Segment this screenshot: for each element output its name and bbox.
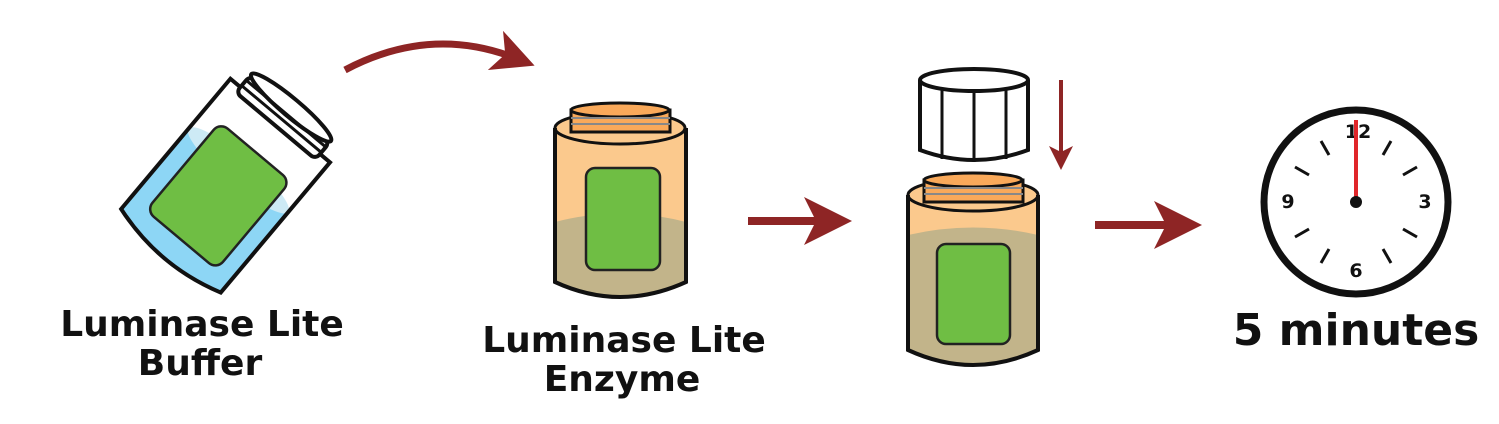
- enzyme-label-line2: Enzyme: [544, 359, 701, 400]
- clock-number-6: 6: [1349, 260, 1362, 282]
- enzyme-label-line1: Luminase Lite: [482, 320, 766, 361]
- cap-icon: [918, 67, 1030, 162]
- enzyme-jar-icon: [553, 101, 688, 299]
- buffer-label-line1: Luminase Lite: [60, 304, 344, 345]
- clock-number-9: 9: [1281, 191, 1294, 213]
- mixed-jar-icon: [906, 171, 1040, 367]
- clock-icon: 12 3 6 9: [1260, 106, 1452, 298]
- buffer-jar-icon: [118, 71, 334, 295]
- clock-number-3: 3: [1418, 191, 1431, 213]
- buffer-label-line2: Buffer: [138, 343, 263, 384]
- curved-arrow-icon: [343, 30, 535, 74]
- jar-label-icon: [148, 125, 288, 267]
- time-label: 5 minutes: [1233, 305, 1480, 356]
